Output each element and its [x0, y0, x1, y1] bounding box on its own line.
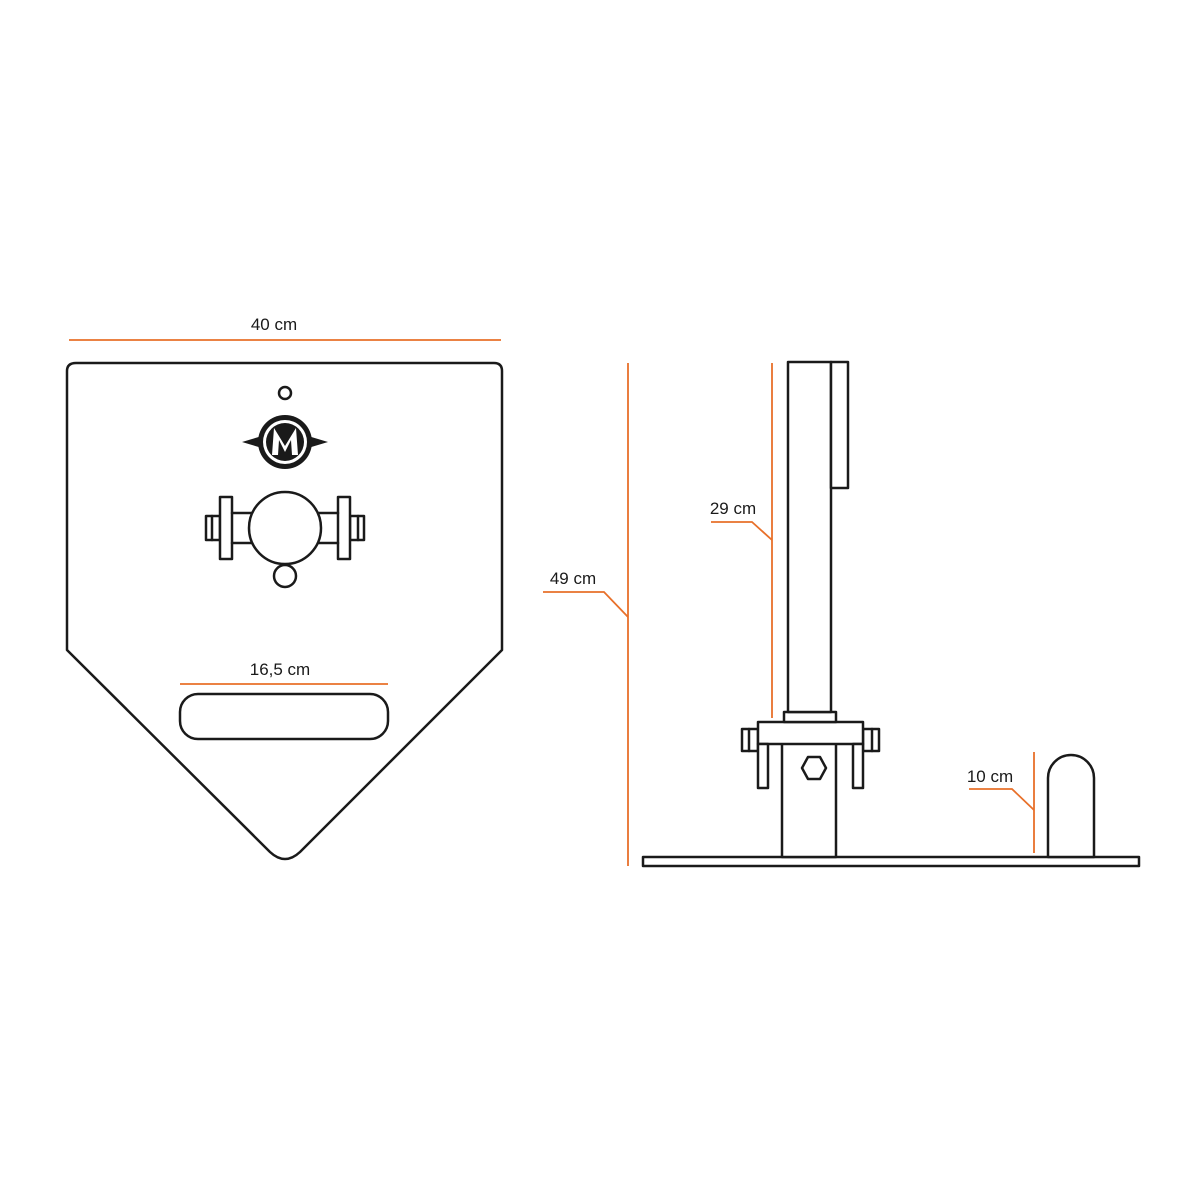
slot-dimension-label: 16,5 cm	[250, 660, 310, 679]
side-clamp-assembly	[740, 720, 881, 790]
side-view: 49 cm 29 cm 10 cm	[543, 360, 1141, 868]
post-collar	[782, 710, 838, 724]
hex-bolt-icon	[800, 755, 828, 781]
total-height-leader	[543, 591, 629, 618]
total-height-dimension-label: 49 cm	[550, 569, 596, 588]
side-base-plate	[641, 855, 1141, 868]
front-view: 40 cm 16,5 cm	[65, 315, 504, 861]
base-slot	[178, 692, 390, 741]
rebound-peg	[1046, 753, 1096, 859]
base-plate-outline	[65, 361, 504, 861]
clamp-assembly	[204, 490, 366, 589]
mount-hole	[277, 385, 293, 401]
upper-post	[786, 360, 833, 714]
post-height-leader	[711, 521, 773, 541]
peg-height-dimension-label: 10 cm	[967, 767, 1013, 786]
post-height-dimension-label: 29 cm	[710, 499, 756, 518]
peg-height-leader	[969, 788, 1035, 811]
width-dimension-label: 40 cm	[251, 315, 297, 334]
post-side-plate	[829, 360, 850, 490]
m-star-logo-icon	[242, 415, 328, 469]
